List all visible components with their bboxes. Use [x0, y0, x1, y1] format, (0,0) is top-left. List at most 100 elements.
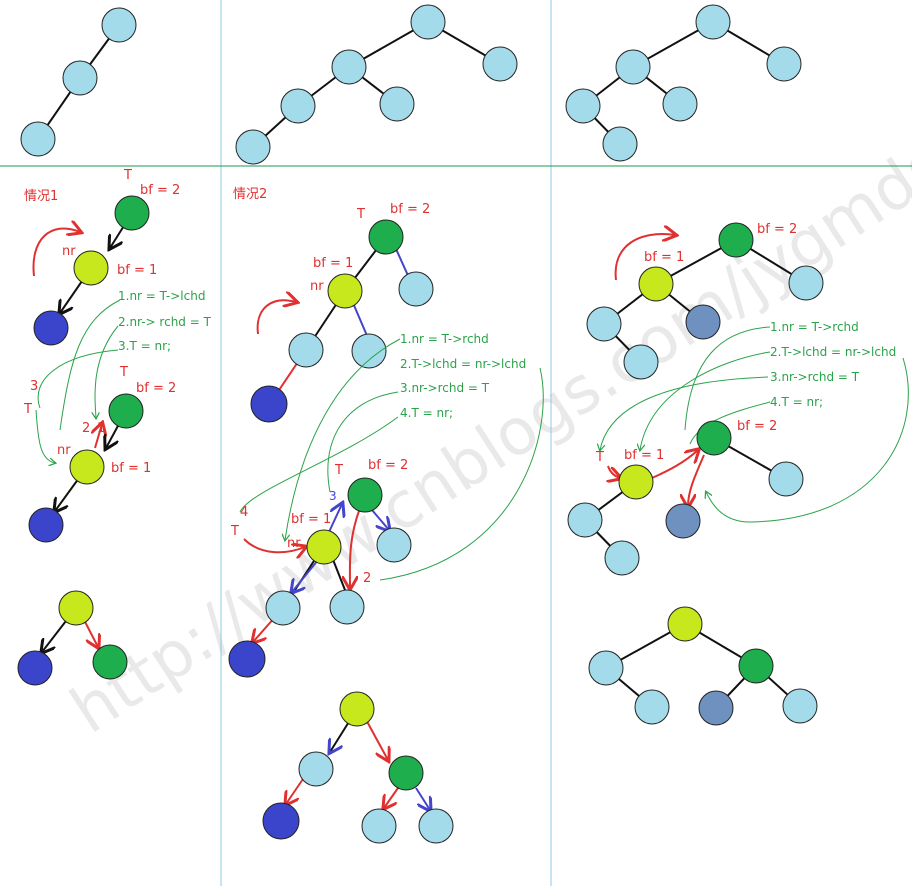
tree-node — [235, 129, 271, 165]
label-4: 4 — [240, 505, 248, 520]
tree-node-T — [388, 755, 424, 791]
case2-step-2: 2.T->lchd = nr->lchd — [400, 357, 526, 371]
tree-node — [662, 86, 698, 122]
tree-node — [788, 265, 824, 301]
tree-node-nr — [73, 250, 109, 286]
top-tree-3 — [565, 4, 802, 162]
case2-step-a: T bf = 2 bf = 1 nr 1.nr = T->rchd 2.T->l… — [239, 202, 544, 581]
tree-node — [329, 589, 365, 625]
tree-node — [265, 590, 301, 626]
label-bf1: bf = 1 — [313, 256, 353, 271]
tree-node — [101, 7, 137, 43]
label-T: T — [123, 168, 132, 183]
tree-node — [228, 640, 266, 678]
tree-node — [28, 507, 64, 543]
watermark-text: http://www.cnblogs.com/jygmdsj — [58, 118, 912, 749]
tree-node — [250, 385, 288, 423]
case1-result — [17, 590, 128, 686]
tree-node — [20, 121, 56, 157]
label-bf1: bf = 1 — [644, 250, 684, 265]
tree-node-T — [718, 222, 754, 258]
tree-node — [766, 46, 802, 82]
case1-step-a: T bf = 2 nr bf = 1 1.nr = T->lchd 2.nr->… — [32, 168, 212, 431]
tree-node — [565, 88, 601, 124]
tree-node — [351, 333, 387, 369]
case2-step-1: 1.nr = T->rchd — [400, 332, 489, 346]
label-2: 2 — [82, 421, 90, 436]
case2-step-b: T bf = 2 3 4 T bf = 1 nr 2 — [228, 458, 412, 678]
case3-step-2: 2.T->lchd = nr->lchd — [770, 345, 896, 359]
case1-step-b: 3 T T bf = 2 2 1 nr bf = 1 — [23, 365, 176, 543]
label-bf2: bf = 2 — [136, 381, 176, 396]
case2-step-4: 4.T = nr; — [400, 406, 453, 420]
label-bf1: bf = 1 — [117, 263, 157, 278]
tree-node-nr — [618, 464, 654, 500]
case3-step-a: bf = 2 bf = 1 1.nr = T->rchd 2.T->lchd =… — [586, 222, 909, 523]
case1-title: 情况1 — [24, 189, 58, 204]
tree-node — [262, 802, 300, 840]
tree-node — [418, 808, 454, 844]
label-nr: nr — [57, 443, 71, 458]
label-nr: nr — [62, 244, 76, 259]
case2-title: 情况2 — [233, 187, 267, 202]
tree-node — [379, 86, 415, 122]
case3-step-1: 1.nr = T->rchd — [770, 320, 859, 334]
tree-node — [567, 502, 603, 538]
case3-step-b: bf = 2 T bf = 1 nr — [567, 419, 804, 576]
label-bf2: bf = 2 — [140, 183, 180, 198]
tree-node — [376, 527, 412, 563]
tree-node-T — [92, 644, 128, 680]
label-bf1: bf = 1 — [291, 512, 331, 527]
tree-node — [695, 4, 731, 40]
case2-step-3: 3.nr->rchd = T — [400, 381, 490, 395]
tree-node — [634, 689, 670, 725]
label-T: T — [356, 207, 365, 222]
tree-node — [604, 540, 640, 576]
top-tree-1 — [20, 7, 137, 157]
label-T: T — [119, 365, 128, 380]
tree-node — [586, 306, 622, 342]
tree-node — [361, 808, 397, 844]
tree-node-nr — [327, 273, 363, 309]
label-3: 3 — [30, 379, 38, 394]
tree-node-T — [696, 420, 732, 456]
tree-node — [331, 49, 367, 85]
label-nr: nr — [310, 279, 324, 294]
tree-node — [615, 49, 651, 85]
rotation-arrow — [32, 229, 80, 277]
tree-node — [410, 4, 446, 40]
tree-node-T — [738, 648, 774, 684]
tree-node — [33, 310, 69, 346]
tree-node — [62, 60, 98, 96]
case1-step-2: 2.nr-> rchd = T — [118, 315, 212, 329]
label-2: 2 — [363, 571, 371, 586]
label-T: T — [23, 402, 32, 417]
tree-node-nr — [667, 606, 703, 642]
tree-node — [768, 461, 804, 497]
label-T: T — [595, 450, 604, 465]
tree-node — [782, 688, 818, 724]
tree-node — [298, 751, 334, 787]
tree-node-nr — [306, 529, 342, 565]
tree-node — [685, 304, 721, 340]
tree-node — [482, 46, 518, 82]
tree-node-T — [368, 219, 404, 255]
tree-node — [17, 650, 53, 686]
case3-result — [588, 606, 818, 726]
label-T: T — [230, 524, 239, 539]
tree-node — [698, 690, 734, 726]
tree-node-nr — [58, 590, 94, 626]
tree-node-nr — [339, 691, 375, 727]
label-bf2: bf = 2 — [368, 458, 408, 473]
case1-step-1: 1.nr = T->lchd — [118, 289, 205, 303]
label-3: 3 — [329, 489, 337, 503]
label-bf2: bf = 2 — [737, 419, 777, 434]
tree-node — [280, 88, 316, 124]
tree-node-T — [114, 195, 150, 231]
case1-step-3: 3.T = nr; — [118, 339, 171, 353]
label-bf1: bf = 1 — [624, 448, 664, 463]
tree-node-T — [108, 393, 144, 429]
label-bf1: bf = 1 — [111, 461, 151, 476]
tree-node — [623, 344, 659, 380]
case3-step-4: 4.T = nr; — [770, 395, 823, 409]
